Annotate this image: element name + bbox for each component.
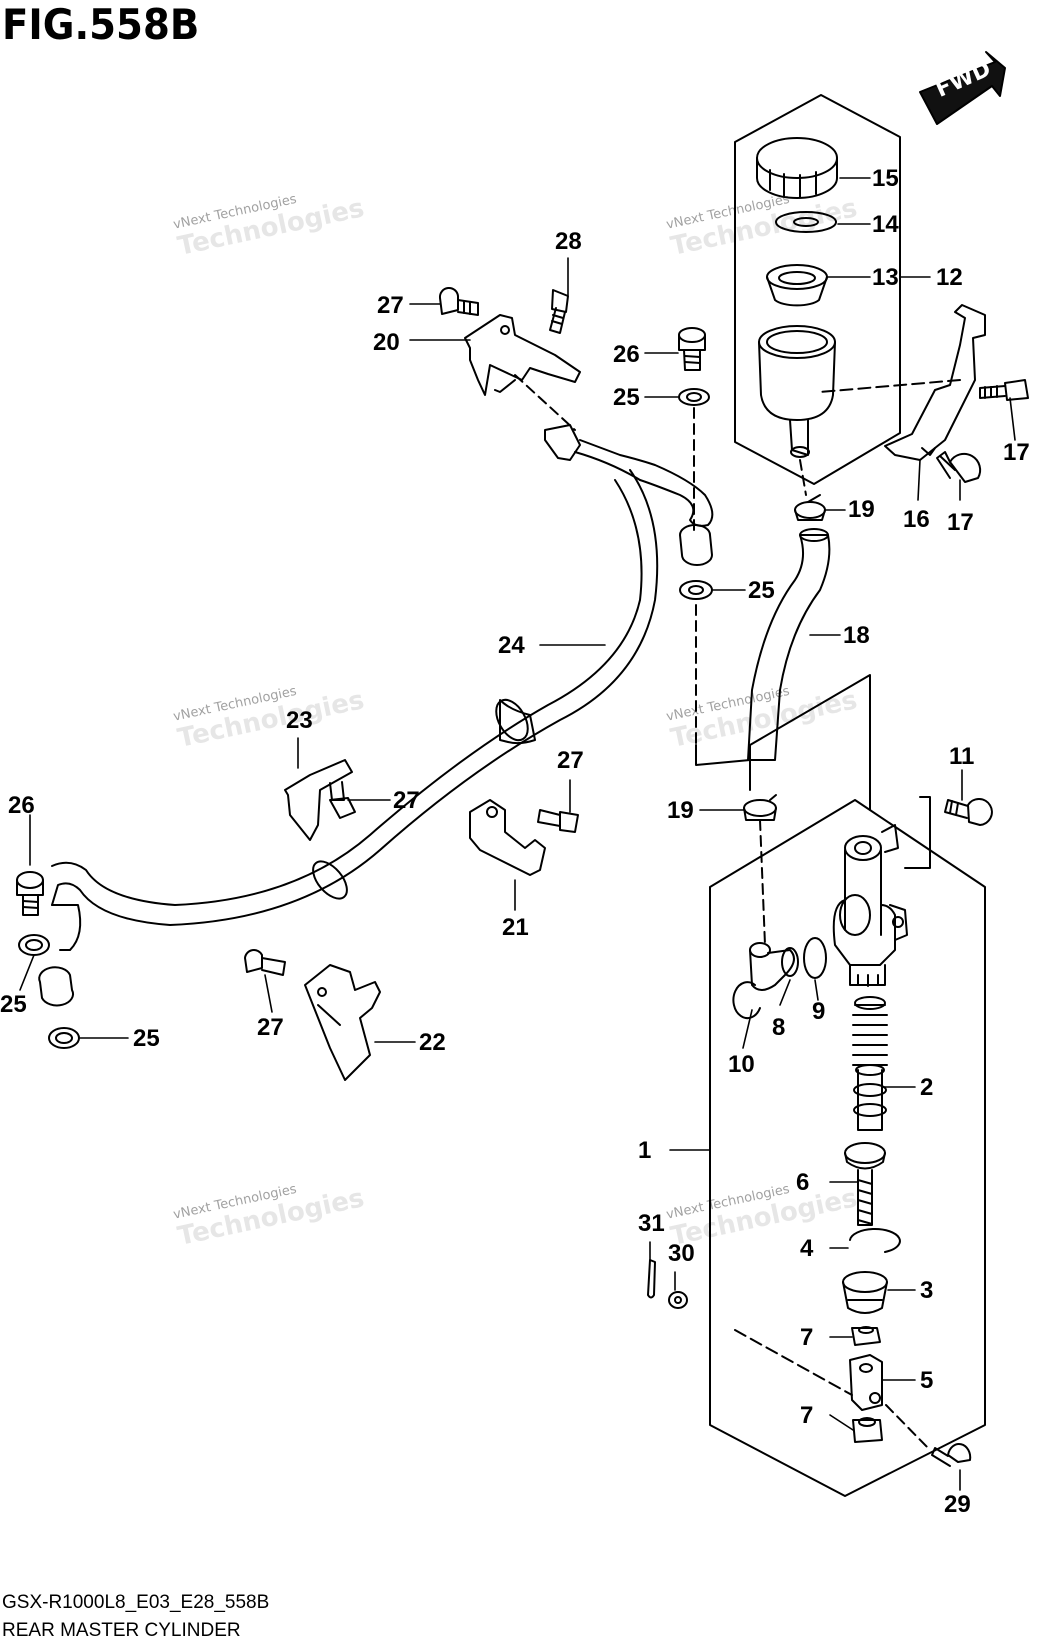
bolt-27-bottom	[244, 949, 286, 976]
callout-22: 22	[419, 1029, 446, 1056]
callout-29: 29	[944, 1491, 971, 1518]
reservoir-hose-18	[747, 528, 831, 761]
callout-19: 19	[667, 797, 694, 824]
reservoir-bracket-16	[884, 304, 986, 461]
union-bolt-26-upper	[678, 327, 706, 371]
callout-1: 1	[638, 1137, 652, 1164]
callout-27: 27	[377, 292, 404, 319]
diaphragm-13	[766, 264, 828, 307]
reservoir-group-frame	[734, 94, 901, 485]
screw-17-upper	[979, 379, 1029, 401]
callout-27: 27	[557, 747, 584, 774]
clevis-5	[849, 1354, 883, 1411]
diaphragm-plate-14	[775, 211, 837, 233]
callout-9: 9	[812, 998, 826, 1025]
callout-11: 11	[949, 743, 975, 770]
callout-2: 2	[920, 1074, 934, 1101]
hose-clamp-23	[284, 759, 353, 841]
callout-14: 14	[872, 211, 899, 238]
boot-3	[842, 1271, 888, 1314]
callout-31: 31	[638, 1210, 665, 1237]
figure-code: GSX-R1000L8_E03_E28_558B	[2, 1592, 270, 1613]
callout-26: 26	[613, 341, 640, 368]
washer-30	[668, 1291, 688, 1309]
callout-25: 25	[613, 384, 640, 411]
dash-line	[819, 379, 961, 393]
washer-25-d	[48, 1027, 80, 1049]
washer-25-b	[679, 580, 713, 600]
circlip-4	[849, 1228, 901, 1253]
hose-connector-8	[749, 942, 799, 991]
push-rod-6	[844, 1142, 886, 1226]
callout-15: 15	[872, 165, 899, 192]
figure-title: FIG.558B	[2, 0, 200, 49]
screw-17-lower	[936, 451, 982, 483]
callout-17: 17	[1003, 439, 1030, 466]
reservoir-cap-15	[756, 137, 838, 199]
bolt-27-mid	[329, 781, 356, 819]
callout-24: 24	[498, 632, 525, 659]
callout-7: 7	[800, 1324, 814, 1351]
callout-27: 27	[257, 1014, 284, 1041]
callout-25: 25	[133, 1025, 160, 1052]
circlip-10	[732, 981, 761, 1020]
bolt-27-top	[438, 287, 479, 316]
callout-28: 28	[555, 228, 582, 255]
callout-25: 25	[748, 577, 775, 604]
o-ring-9	[803, 937, 827, 979]
hose-clamp-21	[469, 799, 546, 876]
clevis-pin-29	[931, 1443, 972, 1467]
callout-19: 19	[848, 496, 875, 523]
callout-7: 7	[800, 1402, 814, 1429]
bolt-27-right	[537, 809, 579, 833]
hose-clamp-22	[304, 964, 381, 1081]
callout-16: 16	[903, 506, 930, 533]
banjo-fitting	[679, 524, 713, 566]
callout-25: 25	[0, 991, 27, 1018]
leader-lines	[19, 177, 1016, 1491]
callout-20: 20	[373, 329, 400, 356]
callout-6: 6	[796, 1169, 810, 1196]
callout-23: 23	[286, 707, 313, 734]
callout-5: 5	[920, 1367, 934, 1394]
washer-25-c	[18, 934, 50, 956]
callout-21: 21	[502, 914, 529, 941]
callout-18: 18	[843, 622, 870, 649]
callout-3: 3	[920, 1277, 934, 1304]
cotter-pin-31	[647, 1259, 656, 1299]
callout-10: 10	[728, 1051, 755, 1078]
callout-13: 13	[872, 264, 899, 291]
hose-clamp-19-lower	[743, 794, 777, 821]
fwd-arrow-icon	[919, 51, 1006, 125]
screw-11	[944, 798, 993, 826]
callout-30: 30	[668, 1240, 695, 1267]
callout-26: 26	[8, 792, 35, 819]
union-bolt-26-left	[16, 871, 44, 916]
bolt-28	[549, 289, 569, 334]
reservoir-body	[758, 325, 836, 458]
callout-12: 12	[936, 264, 963, 291]
figure-name: REAR MASTER CYLINDER	[2, 1620, 241, 1641]
piston-spring-2	[852, 996, 888, 1131]
callout-17: 17	[947, 509, 974, 536]
callout-4: 4	[800, 1235, 814, 1262]
master-cylinder-group-frame	[709, 799, 986, 1497]
nut-7-lower	[852, 1417, 883, 1443]
master-cylinder-body	[832, 824, 908, 987]
washer-25-a	[678, 388, 710, 406]
callout-27: 27	[393, 787, 420, 814]
hose-bracket-20	[464, 314, 581, 396]
brake-hose-24	[51, 424, 714, 951]
callout-8: 8	[772, 1014, 786, 1041]
banjo-fitting-left	[38, 966, 74, 1007]
nut-7-upper	[851, 1326, 881, 1346]
hose-clamp-19-upper	[794, 494, 826, 521]
